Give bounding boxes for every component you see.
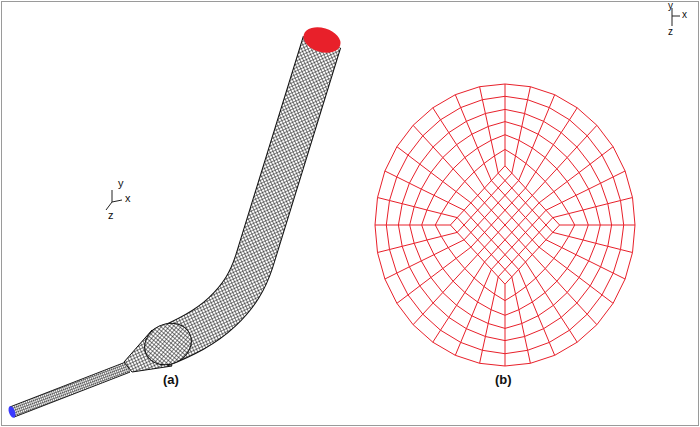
panel-label: (b)	[495, 373, 512, 386]
axis-label: y	[668, 1, 673, 11]
mesh-line	[385, 240, 464, 279]
mesh-line	[532, 255, 597, 325]
mesh-line	[539, 247, 613, 303]
mesh-line	[397, 247, 471, 303]
axis-label: z	[108, 210, 114, 221]
axis-label: y	[118, 178, 124, 189]
mesh-line	[519, 269, 555, 355]
mesh-line	[491, 210, 546, 269]
mesh-line	[505, 225, 560, 284]
axis-label: x	[682, 10, 687, 20]
mesh-line	[413, 125, 478, 195]
mesh-line	[375, 225, 450, 226]
mesh-line	[526, 108, 578, 188]
mesh-line	[455, 95, 491, 181]
mesh-line	[532, 125, 597, 195]
mesh-line	[553, 198, 633, 218]
axis-label: z	[668, 27, 673, 37]
mesh-line	[505, 84, 506, 166]
mesh-line	[385, 171, 464, 210]
mesh-line	[485, 188, 540, 247]
mesh-line	[560, 225, 635, 226]
mesh-line	[498, 173, 553, 232]
mesh-line	[505, 166, 560, 225]
mesh-line	[505, 284, 506, 366]
mesh-line	[546, 240, 625, 279]
mesh-line	[526, 262, 578, 342]
axis-triad	[106, 8, 680, 210]
mesh-line	[433, 108, 485, 188]
mesh-line	[491, 181, 546, 240]
panel-label: (a)	[163, 373, 179, 386]
mesh-line	[478, 195, 533, 254]
mesh-line	[539, 147, 613, 203]
mesh-line	[512, 277, 531, 364]
mesh-line	[413, 255, 478, 325]
mesh-line	[546, 171, 625, 210]
cross-section-mesh	[375, 84, 635, 366]
mesh-line	[375, 84, 635, 366]
mesh-line	[498, 218, 553, 277]
pipe-mesh	[7, 23, 344, 419]
mesh-line	[397, 147, 471, 203]
mesh-line	[455, 269, 491, 355]
mesh-line	[433, 262, 485, 342]
mesh-line	[519, 95, 555, 181]
mesh-line	[480, 87, 499, 174]
axis-label: x	[125, 193, 131, 204]
mesh-line	[378, 232, 458, 252]
mesh-line	[485, 203, 540, 262]
mesh-line	[478, 195, 533, 254]
